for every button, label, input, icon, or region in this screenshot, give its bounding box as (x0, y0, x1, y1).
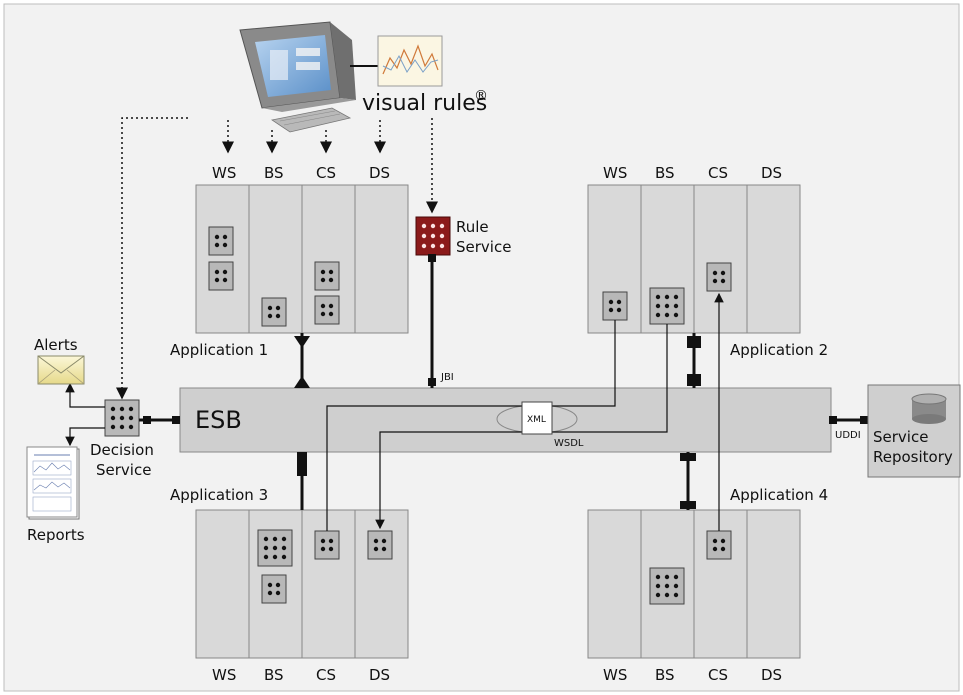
reports-label: Reports (27, 526, 85, 544)
rule-service-dots (421, 223, 445, 249)
wsdl-label: WSDL (554, 438, 584, 449)
repository-label-line1: Service (873, 428, 928, 446)
app4-column-cs: CS (708, 666, 728, 684)
app2-column-cs: CS (708, 164, 728, 182)
application-4-panel (587, 509, 801, 659)
xml-message-box (521, 401, 553, 435)
app3-column-ws: WS (212, 666, 236, 684)
envelope-icon (37, 355, 85, 385)
rule-deployment-lines (116, 117, 438, 400)
app2-connector-bottom-plug (687, 374, 701, 386)
app3-connector-plug (297, 452, 307, 476)
app4-connector-top-cap (680, 453, 696, 461)
computer-icon (239, 21, 356, 133)
database-icon (911, 393, 947, 424)
app3-column-cs: CS (316, 666, 336, 684)
app1-column-cs: CS (316, 164, 336, 182)
app2-column-ws: WS (603, 164, 627, 182)
repository-plug-right (860, 416, 868, 424)
repository-label-line2: Repository (873, 448, 953, 466)
repository-plug-left (829, 416, 837, 424)
app4-column-ds: DS (761, 666, 782, 684)
chart-thumbnail-icon (350, 35, 443, 87)
decision-service-plug-left (143, 416, 151, 424)
service-components (104, 226, 732, 605)
application-2-label: Application 2 (730, 341, 828, 359)
esb-bus (179, 387, 832, 453)
alerts-label: Alerts (34, 336, 78, 354)
application-3-label: Application 3 (170, 486, 268, 504)
uddi-label: UDDI (835, 430, 861, 441)
app1-column-ds: DS (369, 164, 390, 182)
jbi-label: JBI (440, 372, 454, 383)
rule-service-jbi-plug (428, 254, 436, 262)
rule-service-label-line2: Service (456, 238, 511, 256)
esb-jbi-plug (428, 378, 436, 386)
decision-service-plug-right (172, 416, 180, 424)
brand-registered-mark: ® (474, 88, 488, 104)
app4-column-ws: WS (603, 666, 627, 684)
xml-label: XML (527, 415, 546, 425)
app3-column-ds: DS (369, 666, 390, 684)
app1-column-bs: BS (264, 164, 284, 182)
app1-connector-bottom-arrow (294, 376, 310, 388)
decision-service-label-line2: Service (96, 461, 151, 479)
brand-name: visual rules (362, 91, 487, 116)
application-1-panel (195, 184, 409, 334)
application-3-panel (195, 509, 409, 659)
rule-service-label-line1: Rule (456, 218, 489, 236)
application-4-label: Application 4 (730, 486, 828, 504)
esb-label: ESB (195, 406, 242, 434)
application-1-label: Application 1 (170, 341, 268, 359)
app1-connector-top-arrow (294, 336, 310, 348)
app2-column-bs: BS (655, 164, 675, 182)
app1-column-ws: WS (212, 164, 236, 182)
app2-connector-top-plug (687, 336, 701, 348)
decision-service-label-line1: Decision (90, 441, 154, 459)
app2-column-ds: DS (761, 164, 782, 182)
app4-connector-bottom-cap (680, 501, 696, 509)
app3-column-bs: BS (264, 666, 284, 684)
app4-column-bs: BS (655, 666, 675, 684)
report-document-icon (26, 446, 80, 520)
service-component-dots (110, 234, 726, 598)
